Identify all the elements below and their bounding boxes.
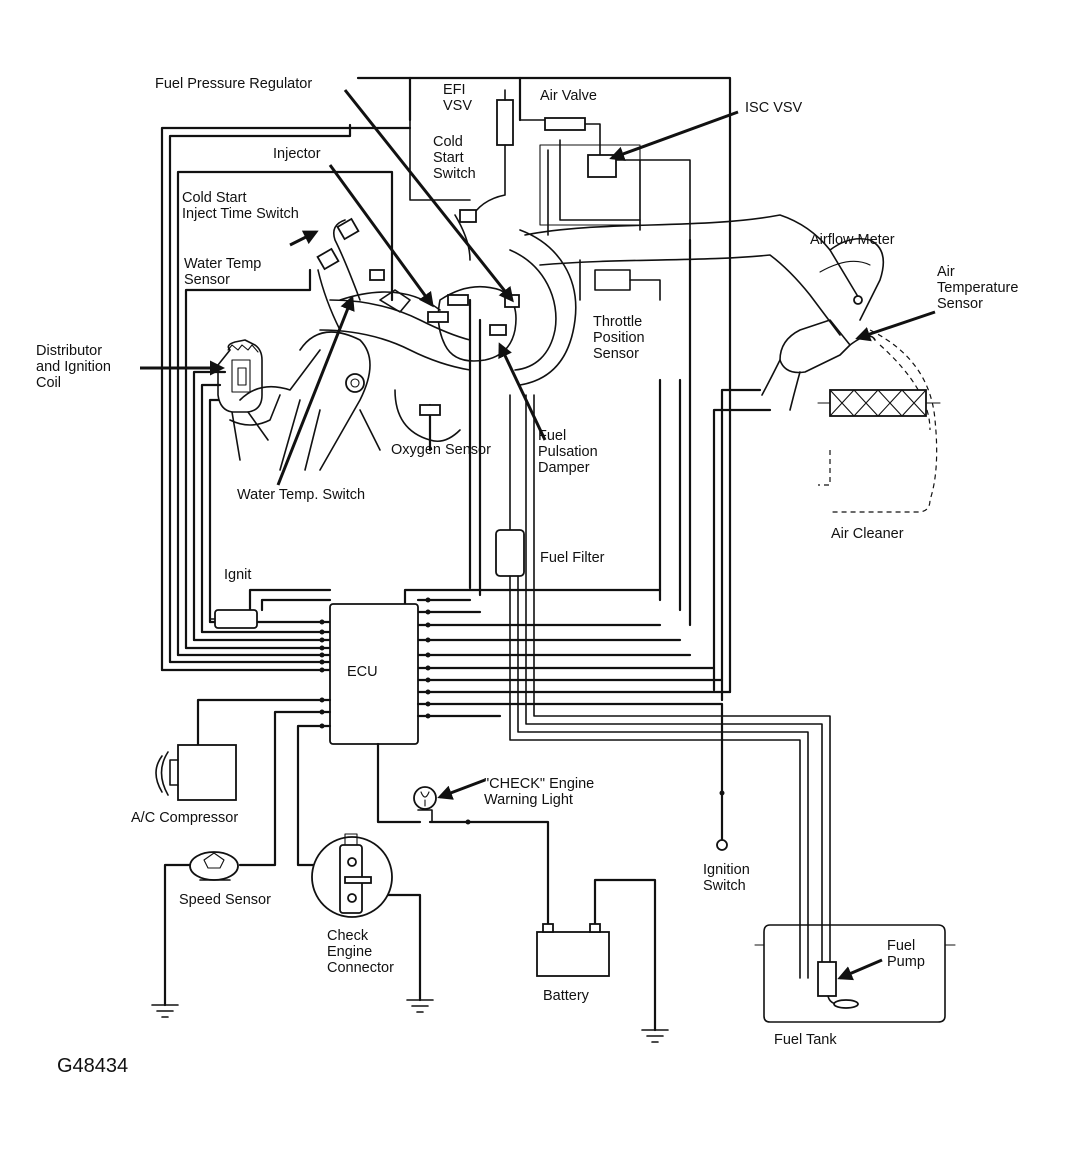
arrow-air-temperature-sensor bbox=[855, 310, 936, 342]
battery-icon bbox=[536, 923, 610, 977]
leader-arrows bbox=[140, 89, 936, 981]
top-components bbox=[409, 89, 691, 261]
ignit-connector-icon bbox=[214, 609, 258, 629]
label-ac-compressor: A/C Compressor bbox=[131, 810, 239, 826]
arrow-fuel-pump bbox=[837, 958, 883, 981]
label-ignit: Ignit bbox=[224, 567, 252, 583]
label-air-cleaner: Air Cleaner bbox=[831, 526, 904, 542]
label-fuel-pump: Fuel Pump bbox=[887, 938, 925, 970]
label-cold-start-inject-time-switch: Cold Start Inject Time Switch bbox=[182, 190, 299, 222]
label-fuel-tank: Fuel Tank bbox=[774, 1032, 837, 1048]
intake-ducting bbox=[524, 214, 885, 411]
label-efi-vsv: EFI VSV bbox=[443, 82, 473, 114]
oxygen-sensor-icon bbox=[419, 404, 441, 416]
label-fuel-pressure-regulator: Fuel Pressure Regulator bbox=[155, 76, 313, 92]
label-oxygen-sensor: Oxygen Sensor bbox=[391, 442, 491, 458]
label-fuel-pulsation-damper: Fuel Pulsation Damper bbox=[538, 428, 598, 476]
arrow-water-temp-sensor bbox=[289, 230, 319, 247]
engine-assembly bbox=[217, 209, 661, 471]
arrow-water-temp-switch bbox=[276, 295, 355, 486]
ground-symbols bbox=[151, 999, 669, 1043]
arrow-warning-light bbox=[437, 778, 486, 800]
label-speed-sensor: Speed Sensor bbox=[179, 892, 271, 908]
label-ignition-switch: Ignition Switch bbox=[703, 862, 750, 894]
fuel-pump-icon bbox=[817, 961, 837, 997]
label-injector: Injector bbox=[273, 146, 321, 162]
label-ecu: ECU bbox=[347, 664, 378, 680]
label-isc-vsv: ISC VSV bbox=[745, 100, 803, 116]
label-fuel-filter: Fuel Filter bbox=[540, 550, 605, 566]
ecu-box bbox=[329, 603, 419, 745]
arrow-isc-vsv bbox=[609, 110, 739, 161]
efi-vsv-icon bbox=[496, 99, 514, 146]
arrow-fuel-pulsation-damper bbox=[498, 342, 547, 441]
fuel-lines bbox=[495, 394, 831, 979]
ac-compressor-icon bbox=[155, 744, 237, 801]
label-check-engine-connector: Check Engine Connector bbox=[327, 928, 394, 976]
speed-sensor-icon bbox=[189, 851, 239, 881]
label-water-temp-switch: Water Temp. Switch bbox=[237, 487, 366, 503]
fuel-tank-icon bbox=[763, 924, 946, 1023]
ignition-switch-icon bbox=[716, 839, 728, 851]
arrow-fuel-pressure-regulator bbox=[343, 89, 514, 303]
isc-vsv-icon bbox=[587, 154, 617, 178]
label-airflow-meter: Airflow Meter bbox=[810, 232, 895, 248]
label-distributor-ignition-coil: Distributor and Ignition Coil bbox=[36, 343, 111, 391]
label-air-temperature-sensor: Air Temperature Sensor bbox=[937, 264, 1019, 312]
label-water-temp-sensor: Water Temp Sensor bbox=[184, 256, 262, 288]
label-check-engine-warning-light: "CHECK" Engine Warning Light bbox=[484, 776, 595, 808]
fuel-tank-assembly bbox=[754, 924, 956, 1023]
label-cold-start-switch: Cold Start Switch bbox=[433, 134, 476, 182]
arrow-injector bbox=[328, 164, 434, 308]
wiring-harness bbox=[160, 76, 772, 702]
air-valve-icon bbox=[544, 117, 586, 131]
figure-id: G48434 bbox=[57, 1055, 129, 1077]
fuel-filter-icon bbox=[495, 529, 525, 577]
air-cleaner-shape bbox=[817, 329, 941, 513]
check-engine-connector-icon bbox=[311, 833, 393, 918]
warning-light-icon bbox=[413, 786, 437, 823]
ecu-pins bbox=[319, 597, 431, 729]
label-battery: Battery bbox=[543, 988, 589, 1004]
label-throttle-position-sensor: Throttle Position Sensor bbox=[593, 314, 645, 362]
lower-wiring bbox=[163, 698, 725, 1032]
distributor-icon bbox=[217, 339, 263, 413]
label-air-valve: Air Valve bbox=[540, 88, 597, 104]
